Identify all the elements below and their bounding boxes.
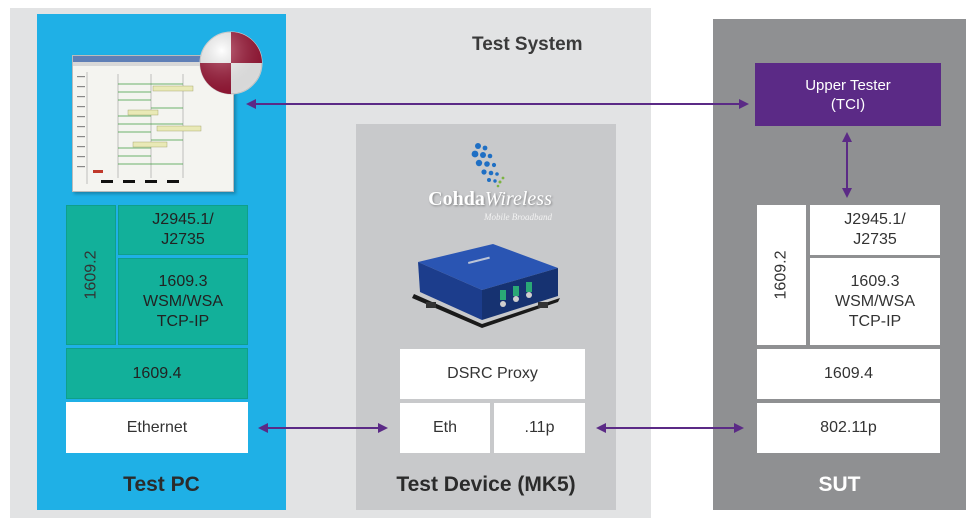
11p-box: .11p: [494, 403, 585, 453]
sut-title: SUT: [818, 473, 861, 496]
dsrc-proxy-box: DSRC Proxy: [400, 349, 585, 399]
sut-stack-802-11p: 802.11p: [757, 403, 940, 453]
sut-stack-1609-3: 1609.3 WSM/WSA TCP-IP: [810, 258, 940, 345]
sequence-diagram-thumbnail: [77, 72, 202, 184]
pc-stack-1609-2: 1609.2: [66, 205, 116, 345]
sut-stack-1609-2: 1609.2: [757, 205, 808, 345]
cohda-tagline: Mobile Broadband: [484, 212, 552, 222]
test-software-screenshot: [72, 55, 234, 192]
test-pc-title: Test PC: [123, 473, 200, 496]
pc-stack-j2945: J2945.1/ J2735: [118, 205, 248, 255]
upper-tester-box: Upper Tester (TCI): [755, 63, 941, 126]
sut-stack-1609-4: 1609.4: [757, 349, 940, 399]
test-system-title: Test System: [472, 34, 583, 55]
test-tool-logo-icon: [198, 30, 264, 96]
cohda-wordmark: CohdaWireless: [428, 188, 552, 210]
test-device-title: Test Device (MK5): [396, 473, 576, 496]
pc-stack-ethernet: Ethernet: [66, 402, 248, 453]
pc-stack-1609-3: 1609.3 WSM/WSA TCP-IP: [118, 258, 248, 345]
sut-stack-j2945: J2945.1/ J2735: [810, 205, 940, 255]
pc-stack-1609-4: 1609.4: [66, 348, 248, 399]
mk5-device-image: [408, 232, 568, 332]
eth-box: Eth: [400, 403, 490, 453]
cohda-logo-icon: [468, 142, 508, 188]
